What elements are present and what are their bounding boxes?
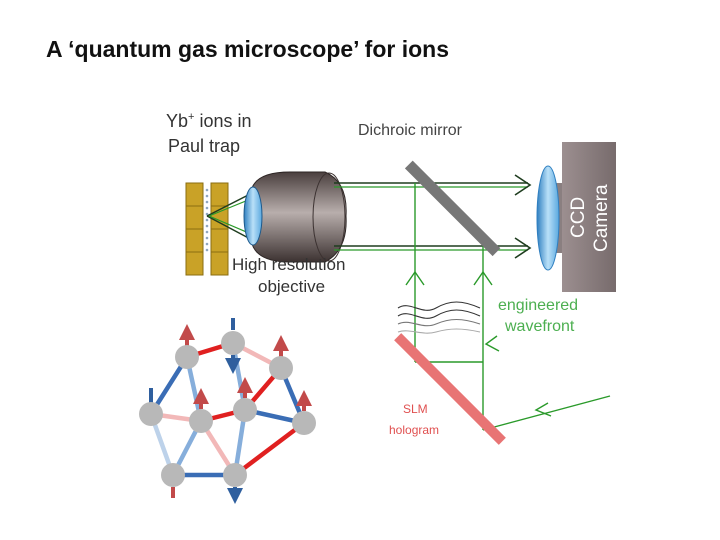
slm-label-line2: hologram (389, 423, 439, 437)
lattice-site (233, 398, 257, 422)
slide-title: A ‘quantum gas microscope’ for ions (46, 36, 449, 62)
slm-hologram (394, 333, 506, 445)
objective-label-line1: High resolution (232, 255, 345, 274)
lattice-site (139, 402, 163, 426)
slm-label-line1: SLM (403, 402, 428, 416)
lattice-spin-arrows (149, 318, 312, 504)
ccd-camera: CCD Camera (536, 142, 616, 292)
ion-chain (205, 188, 209, 252)
paul-trap (185, 182, 229, 276)
dichroic-mirror-label: Dichroic mirror (358, 122, 463, 139)
ions-label-line1: Yb+ ions in (166, 111, 252, 131)
spin-lattice (139, 318, 316, 504)
wavefront-lines (397, 301, 481, 334)
lattice-site (189, 409, 213, 433)
lattice-sites (139, 331, 316, 487)
wavefront-label-line2: wavefront (504, 318, 575, 335)
camera-label-camera: Camera (591, 184, 612, 252)
lattice-site (161, 463, 185, 487)
wavefront-label-line1: engineered (498, 297, 578, 314)
lattice-site (292, 411, 316, 435)
camera-label-ccd: CCD (568, 197, 589, 238)
objective-label-line2: objective (258, 277, 325, 296)
lattice-site (269, 356, 293, 380)
lattice-site (221, 331, 245, 355)
dichroic-mirror (404, 160, 501, 257)
ions-label-line2: Paul trap (168, 136, 240, 156)
objective (243, 171, 347, 263)
lattice-site (175, 345, 199, 369)
lattice-site (223, 463, 247, 487)
